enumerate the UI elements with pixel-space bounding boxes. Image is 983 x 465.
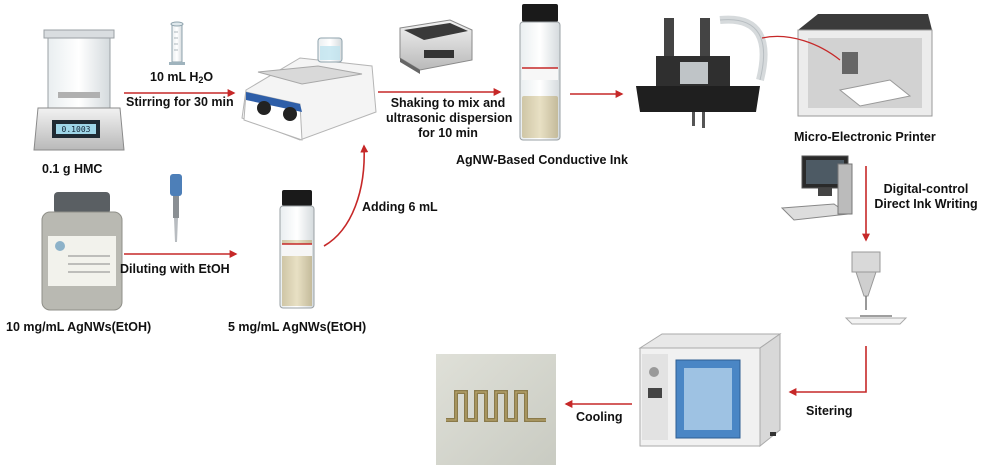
arrow-nozzle-to-oven bbox=[788, 346, 867, 396]
label-stirring: Stirring for 30 min bbox=[126, 95, 234, 109]
micro-electronic-printer bbox=[761, 14, 933, 117]
label-hmc: 0.1 g HMC bbox=[42, 162, 103, 176]
magnetic-stirrer bbox=[241, 37, 377, 141]
label-shaking-line3: for 10 min bbox=[418, 126, 478, 140]
label-water: 10 mL H2O bbox=[150, 70, 213, 88]
label-agnw-10: 10 mg/mL AgNWs(EtOH) bbox=[6, 320, 152, 334]
printed-pattern-sample bbox=[436, 354, 556, 465]
label-ink: AgNW-Based Conductive Ink bbox=[456, 153, 628, 167]
label-diluting: Diluting with EtOH bbox=[120, 262, 230, 276]
label-sitering: Sitering bbox=[806, 404, 853, 418]
ink-writing-nozzle bbox=[844, 251, 908, 325]
diluted-agnw-vial bbox=[279, 190, 315, 309]
arrow-vial-to-stirrer bbox=[323, 144, 369, 247]
label-printer: Micro-Electronic Printer bbox=[794, 130, 936, 144]
agnw-stock-bottle bbox=[41, 192, 123, 311]
label-shaking-line1: Shaking to mix and bbox=[390, 96, 506, 110]
label-water-tail: O bbox=[203, 70, 214, 84]
graduated-cylinder bbox=[169, 21, 185, 65]
svg-text:0.1003: 0.1003 bbox=[62, 125, 91, 134]
label-digital-line1: Digital-control bbox=[883, 182, 969, 196]
ultrasonic-bath bbox=[399, 19, 473, 74]
label-water-main: 10 mL H bbox=[150, 70, 199, 84]
flow-arrows bbox=[124, 88, 870, 408]
analytical-balance: 0.1003 bbox=[33, 29, 125, 151]
label-adding: Adding 6 mL bbox=[362, 200, 438, 214]
label-digital: Digital-control Direct Ink Writing bbox=[872, 182, 980, 212]
label-shaking: Shaking to mix and ultrasonic dispersion… bbox=[386, 96, 513, 141]
ink-vial bbox=[519, 4, 561, 141]
computer bbox=[780, 155, 853, 221]
label-agnw-5: 5 mg/mL AgNWs(EtOH) bbox=[228, 320, 367, 334]
label-digital-line2: Direct Ink Writing bbox=[874, 197, 978, 211]
label-shaking-line2: ultrasonic dispersion bbox=[386, 111, 513, 125]
print-head bbox=[636, 15, 768, 128]
label-water-subscript: 2 bbox=[198, 75, 204, 85]
label-cooling: Cooling bbox=[576, 410, 623, 424]
drying-oven bbox=[638, 333, 782, 448]
pipette bbox=[170, 174, 182, 242]
